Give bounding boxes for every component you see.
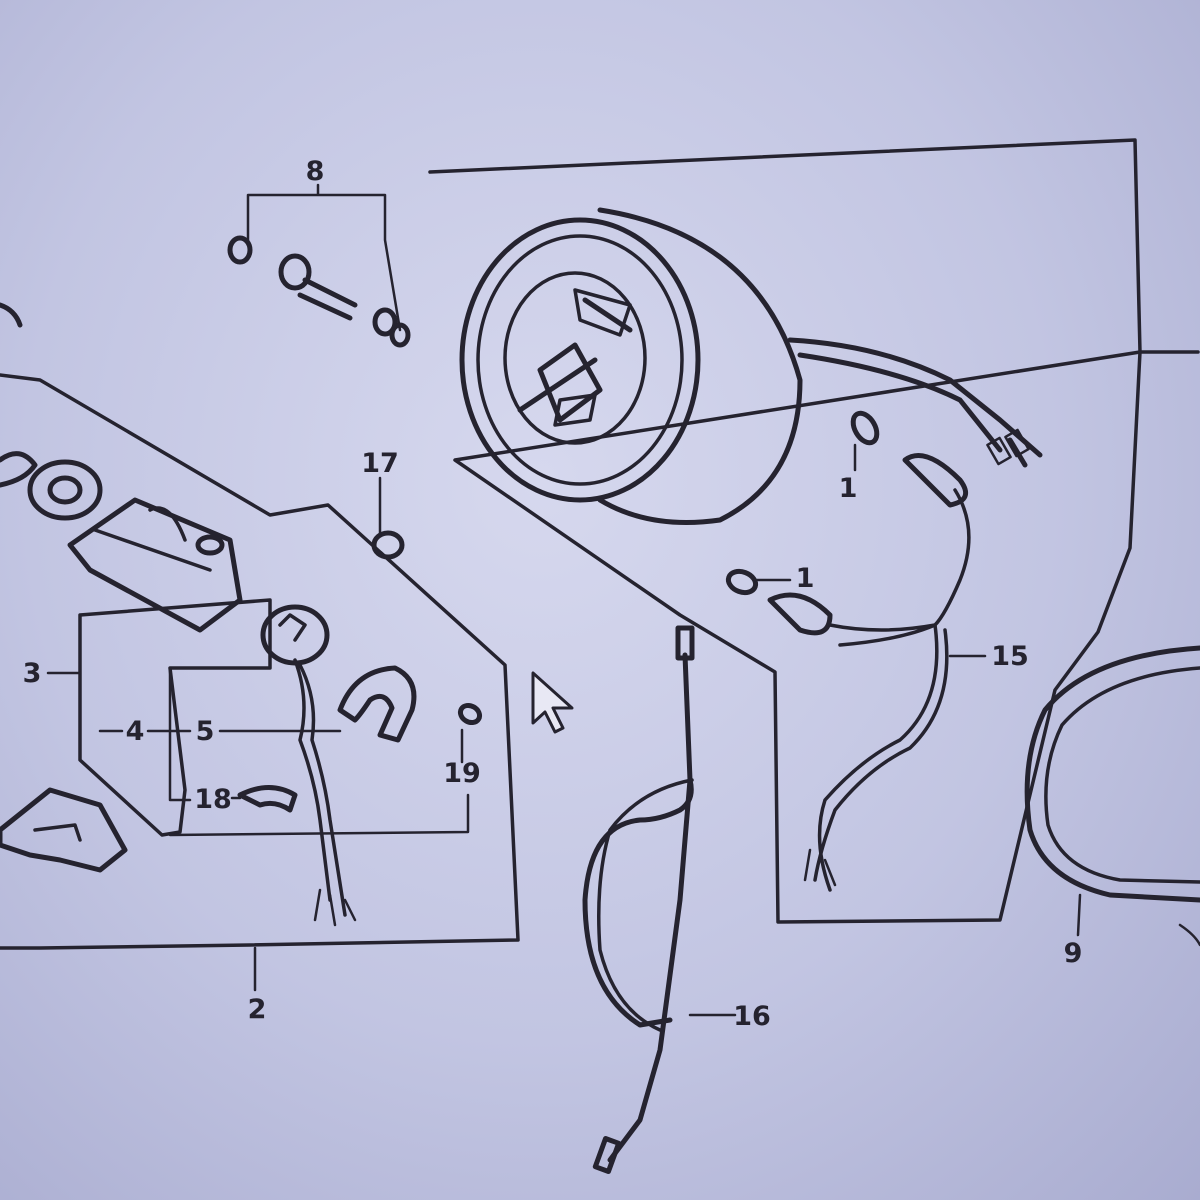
key-head xyxy=(0,451,38,488)
callout-4: 4 xyxy=(126,716,145,747)
meter-face xyxy=(503,271,647,445)
key-ring xyxy=(27,459,103,521)
cable-inner-loop xyxy=(597,778,694,1032)
meter-bezel-inner xyxy=(476,234,684,486)
callout-15: 15 xyxy=(991,641,1029,672)
meter-harness-upper xyxy=(787,337,1043,458)
socket-wire xyxy=(828,488,971,647)
socket-upper xyxy=(902,453,969,508)
mouse-pointer-arrow-icon[interactable] xyxy=(531,671,574,734)
switch-body-detail xyxy=(93,506,212,572)
harness-connector-b xyxy=(1004,428,1030,458)
cable-sheath-main xyxy=(607,777,693,1163)
headlight-case-inner xyxy=(1044,666,1200,884)
indicator-bulbs xyxy=(725,410,971,647)
leader-lines xyxy=(46,443,1082,1017)
callout-2: 2 xyxy=(248,994,267,1025)
knob-body xyxy=(260,604,330,666)
meter-housing xyxy=(597,207,803,525)
lower-bracket xyxy=(0,787,128,873)
small-parts xyxy=(0,530,483,873)
switch-body-hole xyxy=(195,534,225,556)
callout-1-lower: 1 xyxy=(796,563,815,594)
callout-1-upper: 1 xyxy=(839,473,858,504)
bulb-upper xyxy=(850,410,880,446)
headlight-case xyxy=(1024,645,1200,947)
bolt-set xyxy=(227,235,411,348)
ignition-switch xyxy=(0,302,243,633)
callout-18: 18 xyxy=(194,784,232,815)
socket-lower xyxy=(767,592,833,636)
bolt-shank xyxy=(297,277,358,321)
headlight-case-outer xyxy=(1024,645,1200,903)
callout-16: 16 xyxy=(733,1001,771,1032)
leader-9 xyxy=(1076,893,1082,937)
panel-outlines xyxy=(0,138,1200,950)
meter-bezel-outer xyxy=(459,217,701,503)
bolt-head xyxy=(278,253,312,291)
switch-knob xyxy=(260,604,357,927)
wire-bundle xyxy=(803,623,949,892)
knob-face xyxy=(278,613,307,642)
bundle-wire-ends xyxy=(803,848,837,887)
callout-19: 19 xyxy=(443,758,481,789)
callout-labels: 8 17 1 1 15 3 4 5 19 18 9 2 16 xyxy=(23,156,1083,1032)
speedometer xyxy=(459,207,1043,525)
small-nut xyxy=(227,235,253,265)
washer-a xyxy=(372,307,398,337)
bulb-lower xyxy=(725,568,759,596)
lower-bracket-slot xyxy=(33,823,82,842)
bundle-wire-a xyxy=(817,623,939,892)
meter-harness-lower xyxy=(797,352,1028,468)
cable-sheath-loop xyxy=(582,652,694,1028)
headlight-case-tab xyxy=(1178,923,1200,947)
switch-body xyxy=(67,497,243,633)
bracket-8 xyxy=(246,183,402,332)
meter-symbol-bottom xyxy=(553,393,597,427)
bundle-wire-b xyxy=(813,628,949,882)
key-ring-inner xyxy=(47,475,83,505)
callout-8: 8 xyxy=(306,156,325,187)
clamp-bracket xyxy=(337,665,417,743)
screw-17 xyxy=(371,530,405,560)
meter-symbol-top xyxy=(573,288,632,337)
harness-connector-a xyxy=(986,436,1012,466)
clip-18 xyxy=(237,785,298,813)
meter-panel-outline xyxy=(428,138,1200,924)
callout-17: 17 xyxy=(361,448,399,479)
bracket-4-5-18-19 xyxy=(168,666,470,837)
callout-3: 3 xyxy=(23,658,42,689)
switch-subbox-outline xyxy=(78,598,272,837)
knob-wire-ends xyxy=(313,888,357,927)
switch-panel-outline xyxy=(0,373,520,950)
callout-5: 5 xyxy=(196,716,215,747)
speedometer-cable xyxy=(582,625,695,1174)
cable-bottom-nut xyxy=(592,1136,622,1174)
left-edge-part xyxy=(0,302,23,328)
callout-9: 9 xyxy=(1064,938,1083,969)
meter-needle-symbol xyxy=(517,297,633,423)
knob-wiring xyxy=(293,658,347,917)
screw-19 xyxy=(457,702,483,726)
washer-b xyxy=(389,322,411,348)
